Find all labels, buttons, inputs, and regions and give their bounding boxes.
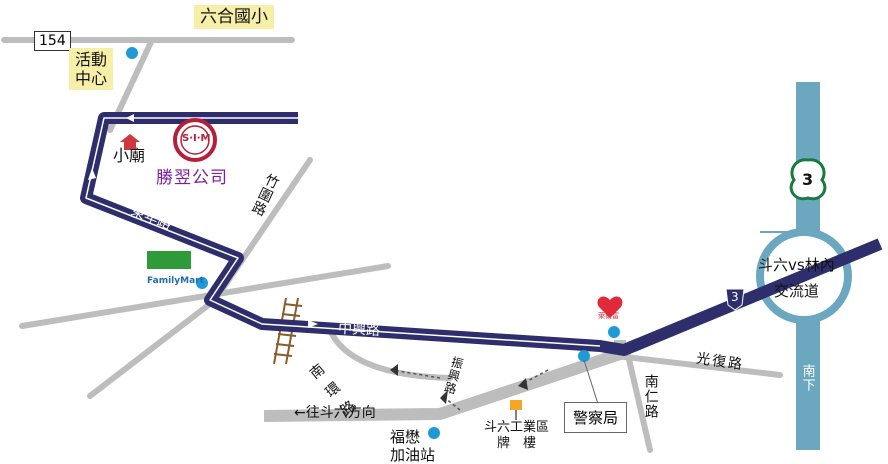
school-label: 六合國小 [194,5,274,30]
zhongxing-road-label: 中興路 [337,320,381,340]
interchange-label: 斗六vs林內 交流道 [758,256,835,300]
police-dot [578,350,590,362]
familymart-dot [196,277,208,289]
temple-label: 小廟 [113,146,146,165]
temple-icon [120,134,140,150]
activity-center-dot [126,47,138,59]
gas-station-label: 福懋 加油站 [390,428,436,464]
sim-logo [173,118,217,162]
activity-center-label: 活動 中心 [69,48,114,91]
laierfu-label: 萊爾富 [598,312,619,320]
familymart-sign [147,251,191,269]
grey-roads [1,37,783,453]
nanren-road-label: 南仁路 [642,374,659,419]
to-douliu-label: ←往斗六方向 [294,405,376,421]
laierfu-dot [608,326,620,338]
familymart-label: FamilyMart [147,276,204,286]
industrial-gate-label: 斗六工業區 牌 樓 [484,420,550,451]
sim-logo-text: S·I·M [182,133,211,144]
company-label: 勝翌公司 [156,168,228,188]
laierfu-logo [597,296,623,318]
police-label: 警察局 [564,402,628,433]
prov3-shield [725,288,745,311]
arrow-heads [390,364,528,404]
highway-shield-number: 3 [802,170,814,189]
highway-shield [789,158,827,201]
gate-marker [510,400,522,410]
prov3-shield-number: 3 [731,290,739,304]
route-154-shield: 154 [34,31,71,51]
route-inner-line [85,117,601,347]
gas-station-dot [428,427,440,439]
route-arrows [88,114,318,328]
south-label: 南下 [799,364,815,392]
